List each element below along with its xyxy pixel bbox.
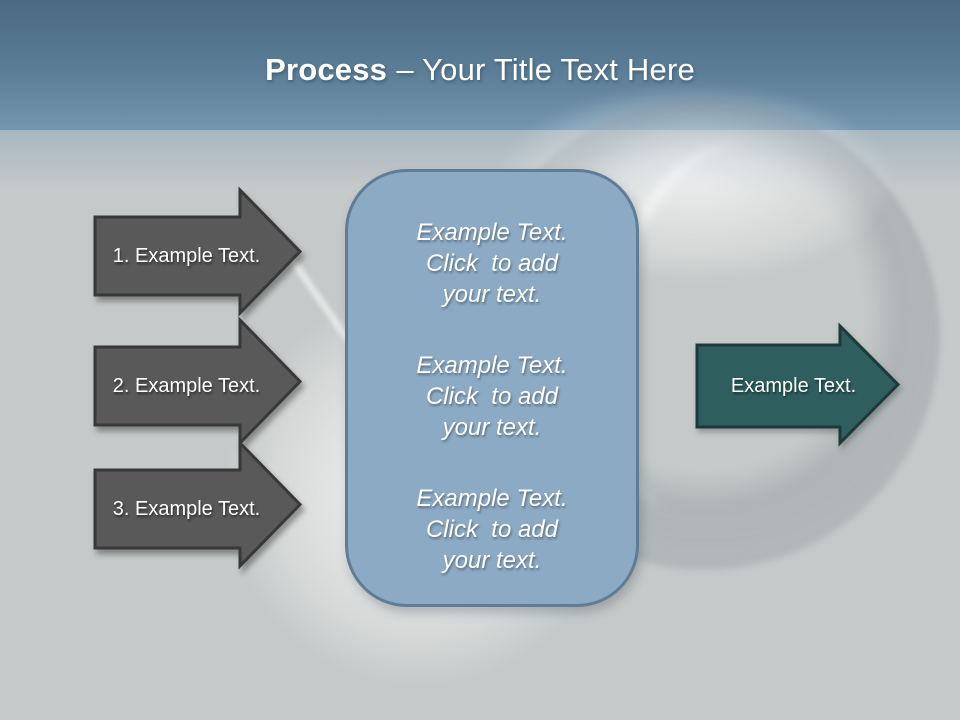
content-text-panel[interactable]: Example Text. Click to add your text. Ex… <box>345 169 639 607</box>
step-2-label: 2. Example Text. <box>112 374 261 397</box>
step-3-label: 3. Example Text. <box>112 497 261 520</box>
process-step-3-arrow[interactable]: 3. Example Text. <box>93 439 303 570</box>
right-arrow-icon <box>695 322 901 447</box>
panel-paragraph-1: Example Text. Click to add your text. <box>416 219 568 308</box>
right-arrow-icon <box>93 316 303 447</box>
output-result-arrow[interactable]: Example Text. <box>695 322 901 447</box>
title-keyword: Process <box>265 52 388 87</box>
right-arrow-icon <box>93 439 303 570</box>
panel-paragraph-2: Example Text. Click to add your text. <box>416 352 568 441</box>
step-1-label: 1. Example Text. <box>112 244 261 267</box>
result-arrow-label: Example Text. <box>730 374 857 397</box>
slide-title: Process– Your Title Text Here <box>0 52 960 88</box>
right-arrow-icon <box>93 186 303 317</box>
process-step-2-arrow[interactable]: 2. Example Text. <box>93 316 303 447</box>
process-step-1-arrow[interactable]: 1. Example Text. <box>93 186 303 317</box>
title-subtitle: – Your Title Text Here <box>396 52 695 87</box>
panel-paragraph-3: Example Text. Click to add your text. <box>416 485 568 574</box>
